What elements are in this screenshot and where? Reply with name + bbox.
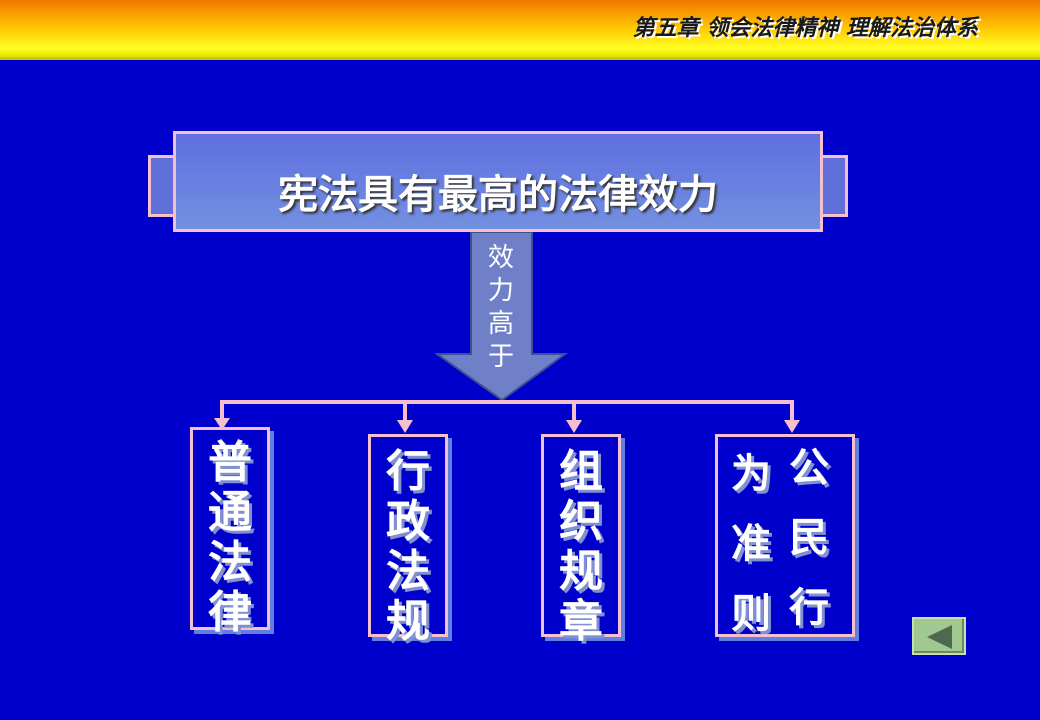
box-char: 规 <box>559 546 603 597</box>
back-button[interactable] <box>912 617 966 655</box>
main-box-right-tab <box>820 155 848 217</box>
box-char: 章 <box>559 596 603 647</box>
down-arrow-icon <box>435 232 569 402</box>
citizen-code-right-column: 公 民 行 <box>784 433 834 643</box>
box-char: 法 <box>208 537 252 588</box>
box-citizen-code: 为 准 则 公 民 行 <box>715 434 855 637</box>
box-char: 为 <box>731 451 771 497</box>
main-title-box: 宪法具有最高的法律效力 <box>173 131 823 232</box>
arrow-char: 效 <box>487 243 514 273</box>
box-char: 通 <box>208 487 252 538</box>
arrow-char: 于 <box>487 342 514 372</box>
box-char: 法 <box>386 546 430 597</box>
header-bar: 第五章 领会法律精神 理解法治体系 <box>0 0 1040 60</box>
box-ordinary-law: 普 通 法 律 <box>190 427 270 638</box>
box-char: 政 <box>386 496 430 547</box>
box-administrative-regulations: 行 政 法 规 <box>368 434 448 647</box>
box-char: 民 <box>789 515 829 561</box>
box-char: 织 <box>559 496 603 547</box>
arrow-char: 力 <box>487 276 514 306</box>
box-char: 行 <box>386 446 430 497</box>
box-char: 则 <box>731 591 771 637</box>
box-char: 行 <box>789 585 829 631</box>
box-organizational-rules: 组 织 规 章 <box>541 434 621 647</box>
triangle-left-icon <box>927 625 952 649</box>
box-char: 律 <box>208 587 252 638</box>
box-char: 准 <box>731 521 771 567</box>
arrow-char: 高 <box>487 309 514 339</box>
box-char: 普 <box>208 437 252 488</box>
chapter-title: 第五章 领会法律精神 理解法治体系 <box>632 16 978 41</box>
citizen-code-left-column: 为 准 则 <box>726 439 776 649</box>
box-char: 组 <box>559 446 603 497</box>
arrow-label: 效 力 高 于 <box>480 242 522 374</box>
main-box-left-tab <box>148 155 176 217</box>
box-char: 公 <box>789 445 829 491</box>
box-char: 规 <box>386 596 430 647</box>
main-title: 宪法具有最高的法律效力 <box>278 172 718 218</box>
